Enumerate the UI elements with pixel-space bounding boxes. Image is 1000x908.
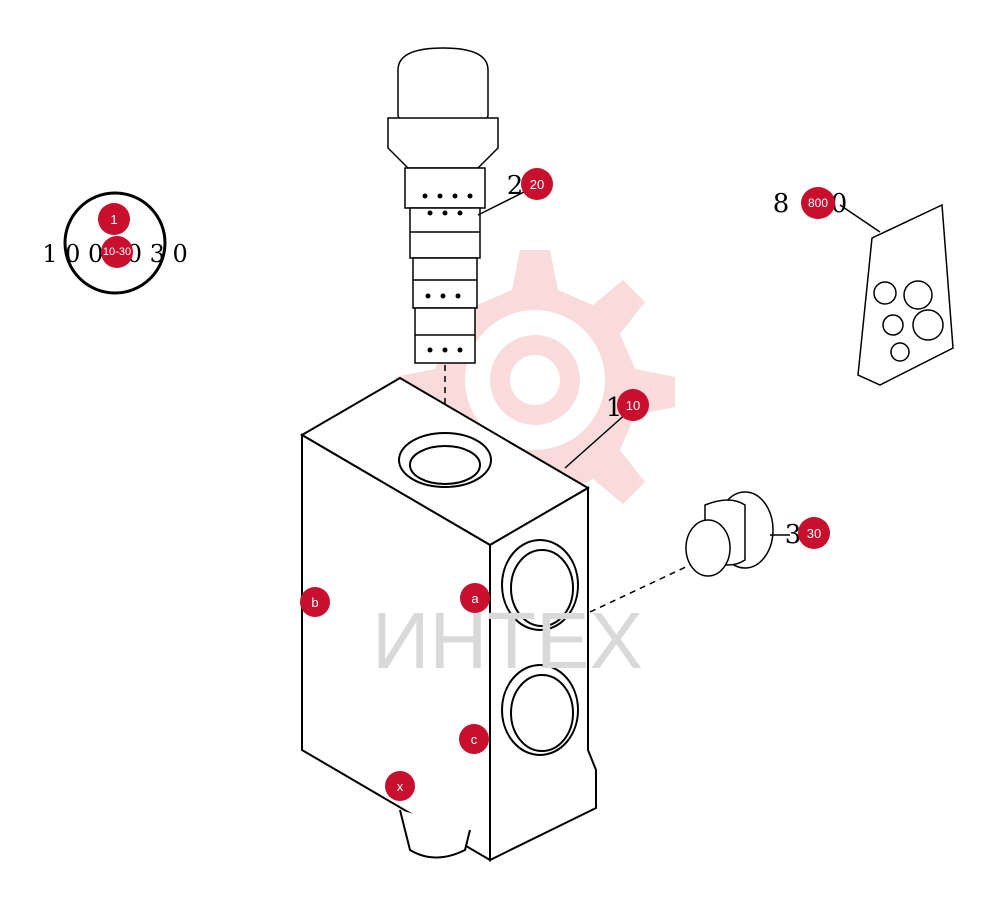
- watermark-text: ИНТЕХ: [372, 596, 643, 685]
- port-badge-x[interactable]: x: [385, 771, 415, 801]
- port-badge-b[interactable]: b: [300, 587, 330, 617]
- port-badge-c[interactable]: c: [459, 724, 489, 754]
- valve-body-block: [300, 376, 597, 862]
- callout-number-20: 2: [506, 171, 524, 201]
- badge-1[interactable]: 1: [98, 203, 130, 235]
- badge-10-30[interactable]: 10-30: [101, 236, 133, 268]
- badge-800[interactable]: 800: [801, 187, 835, 219]
- badge-20[interactable]: 20: [521, 168, 553, 200]
- port-badge-a[interactable]: a: [460, 583, 490, 613]
- callout-number-30: 3: [784, 520, 802, 550]
- insertion-line-30: [589, 564, 691, 613]
- callout-number-800: 8: [772, 189, 790, 219]
- assembly-ref-circle: [63, 191, 167, 295]
- plug-30: [685, 491, 774, 577]
- cartridge-valve: [387, 47, 499, 364]
- seal-kit-800: [857, 203, 954, 386]
- badge-30[interactable]: 30: [798, 517, 830, 549]
- badge-10[interactable]: 10: [617, 389, 649, 421]
- leader-lines: [477, 189, 881, 536]
- callout-tail-800: 0: [830, 189, 848, 219]
